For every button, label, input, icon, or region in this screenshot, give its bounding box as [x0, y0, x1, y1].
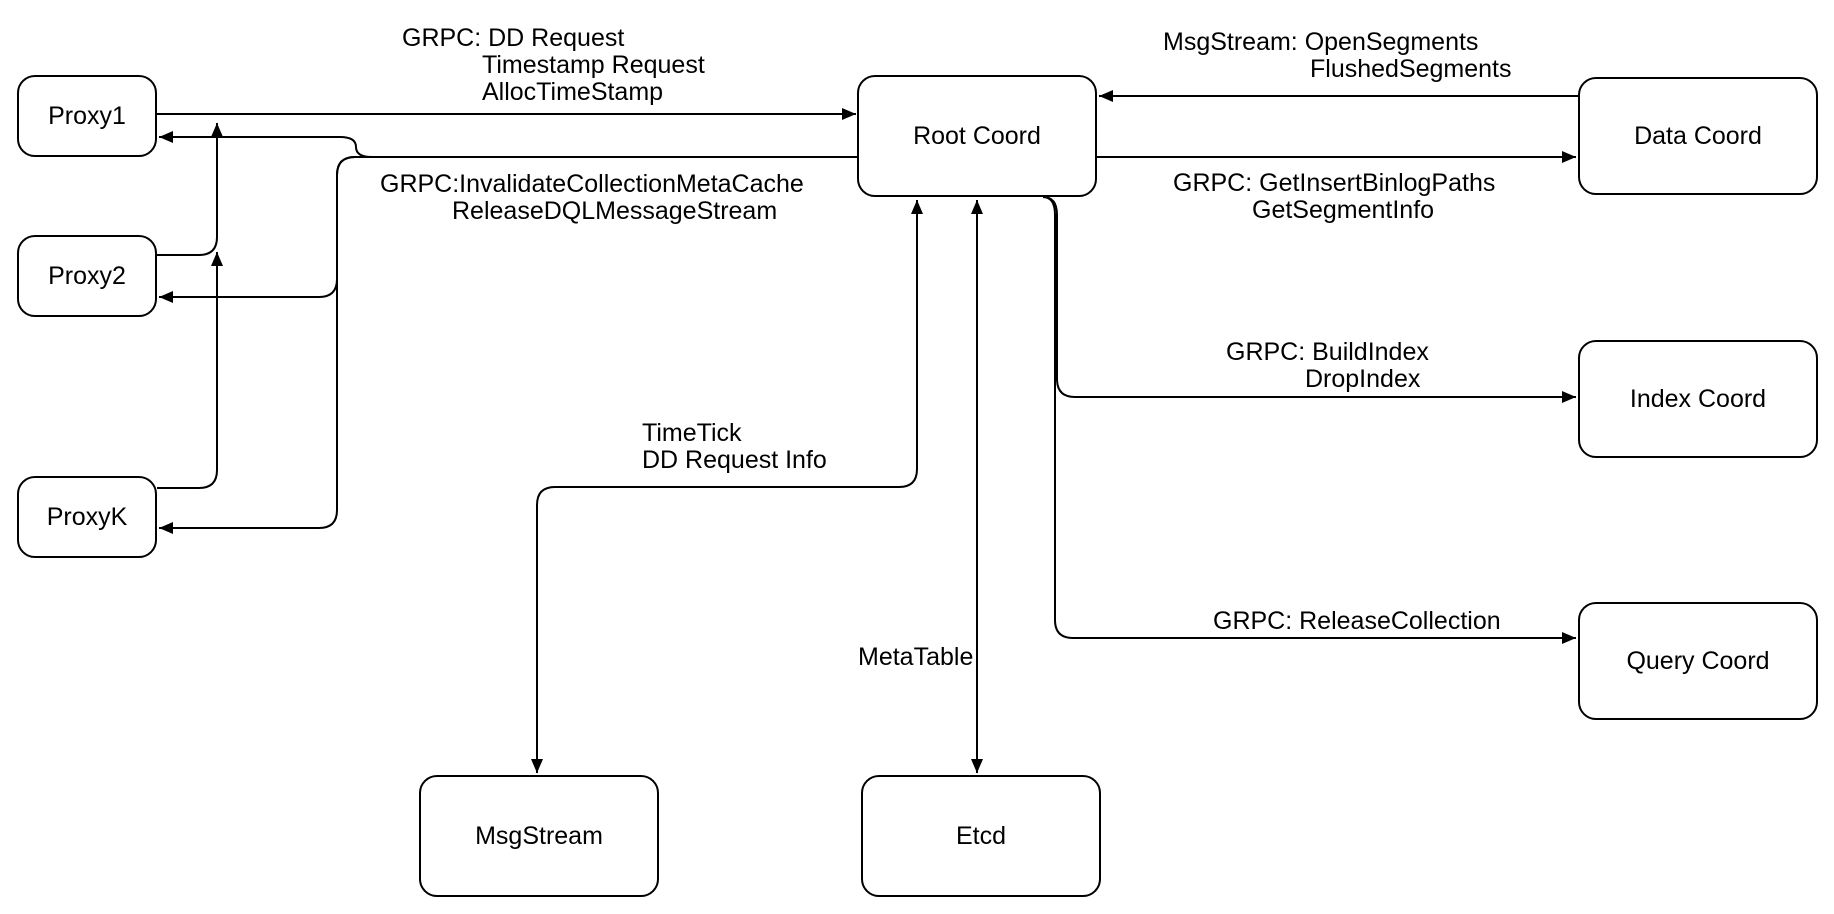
node-proxy1: Proxy1	[17, 75, 157, 157]
node-query-coord-label: Query Coord	[1626, 646, 1770, 675]
edge-rootcoord-to-querycoord	[1042, 196, 1576, 644]
edge-label-line: DropIndex	[1305, 365, 1421, 393]
node-proxyk-label: ProxyK	[46, 502, 128, 531]
edge-label-open-segments: MsgStream: OpenSegments FlushedSegments	[1163, 29, 1512, 83]
node-root-coord-label: Root Coord	[913, 121, 1041, 150]
edge-label-line: GRPC: DD Request	[402, 24, 625, 52]
node-proxy1-label: Proxy1	[48, 101, 126, 130]
node-proxyk: ProxyK	[17, 476, 157, 558]
edge-label-build-index: GRPC: BuildIndex DropIndex	[1226, 339, 1429, 393]
edge-label-line: Timestamp Request	[482, 51, 705, 79]
edge-label-binlog: GRPC: GetInsertBinlogPaths GetSegmentInf…	[1173, 170, 1495, 224]
edge-label-line: TimeTick	[642, 419, 742, 447]
edge-label-invalidate: GRPC:InvalidateCollectionMetaCache Relea…	[380, 171, 804, 225]
edge-label-release-collection: GRPC: ReleaseCollection	[1213, 608, 1501, 635]
edge-label-line: DD Request Info	[642, 446, 827, 474]
edge-label-line: AllocTimeStamp	[482, 78, 664, 106]
node-proxy2-label: Proxy2	[48, 261, 126, 290]
edge-label-line: MetaTable	[858, 643, 974, 671]
edge-label-line: ReleaseDQLMessageStream	[452, 197, 778, 225]
node-etcd-label: Etcd	[955, 821, 1007, 850]
node-root-coord: Root Coord	[857, 75, 1097, 197]
edge-rootcoord-to-proxyk	[159, 156, 857, 534]
edge-label-timetick: TimeTick DD Request Info	[642, 420, 827, 474]
edge-label-line: GRPC:InvalidateCollectionMetaCache	[380, 170, 804, 198]
edge-label-line: GRPC: ReleaseCollection	[1213, 607, 1501, 635]
node-data-coord: Data Coord	[1578, 77, 1818, 195]
edge-label-dd-request: GRPC: DD Request Timestamp Request Alloc…	[402, 25, 705, 106]
node-query-coord: Query Coord	[1578, 602, 1818, 720]
node-msgstream: MsgStream	[419, 775, 659, 897]
edge-label-line: GRPC: GetInsertBinlogPaths	[1173, 169, 1496, 197]
edge-label-metatable: MetaTable	[858, 644, 973, 671]
node-data-coord-label: Data Coord	[1634, 121, 1762, 150]
node-proxy2: Proxy2	[17, 235, 157, 317]
node-etcd: Etcd	[861, 775, 1101, 897]
edge-rootcoord-to-proxy1	[159, 131, 857, 158]
edge-label-line: MsgStream: OpenSegments	[1163, 28, 1479, 56]
node-msgstream-label: MsgStream	[475, 821, 603, 850]
node-index-coord: Index Coord	[1578, 340, 1818, 458]
edge-label-line: GetSegmentInfo	[1252, 196, 1435, 224]
node-index-coord-label: Index Coord	[1629, 384, 1767, 413]
edge-proxy2-merge	[157, 123, 223, 256]
edge-label-line: GRPC: BuildIndex	[1226, 338, 1429, 366]
edge-label-line: FlushedSegments	[1310, 55, 1512, 83]
edge-proxyk-merge	[157, 252, 223, 489]
edge-rootcoord-msgstream	[531, 200, 923, 773]
